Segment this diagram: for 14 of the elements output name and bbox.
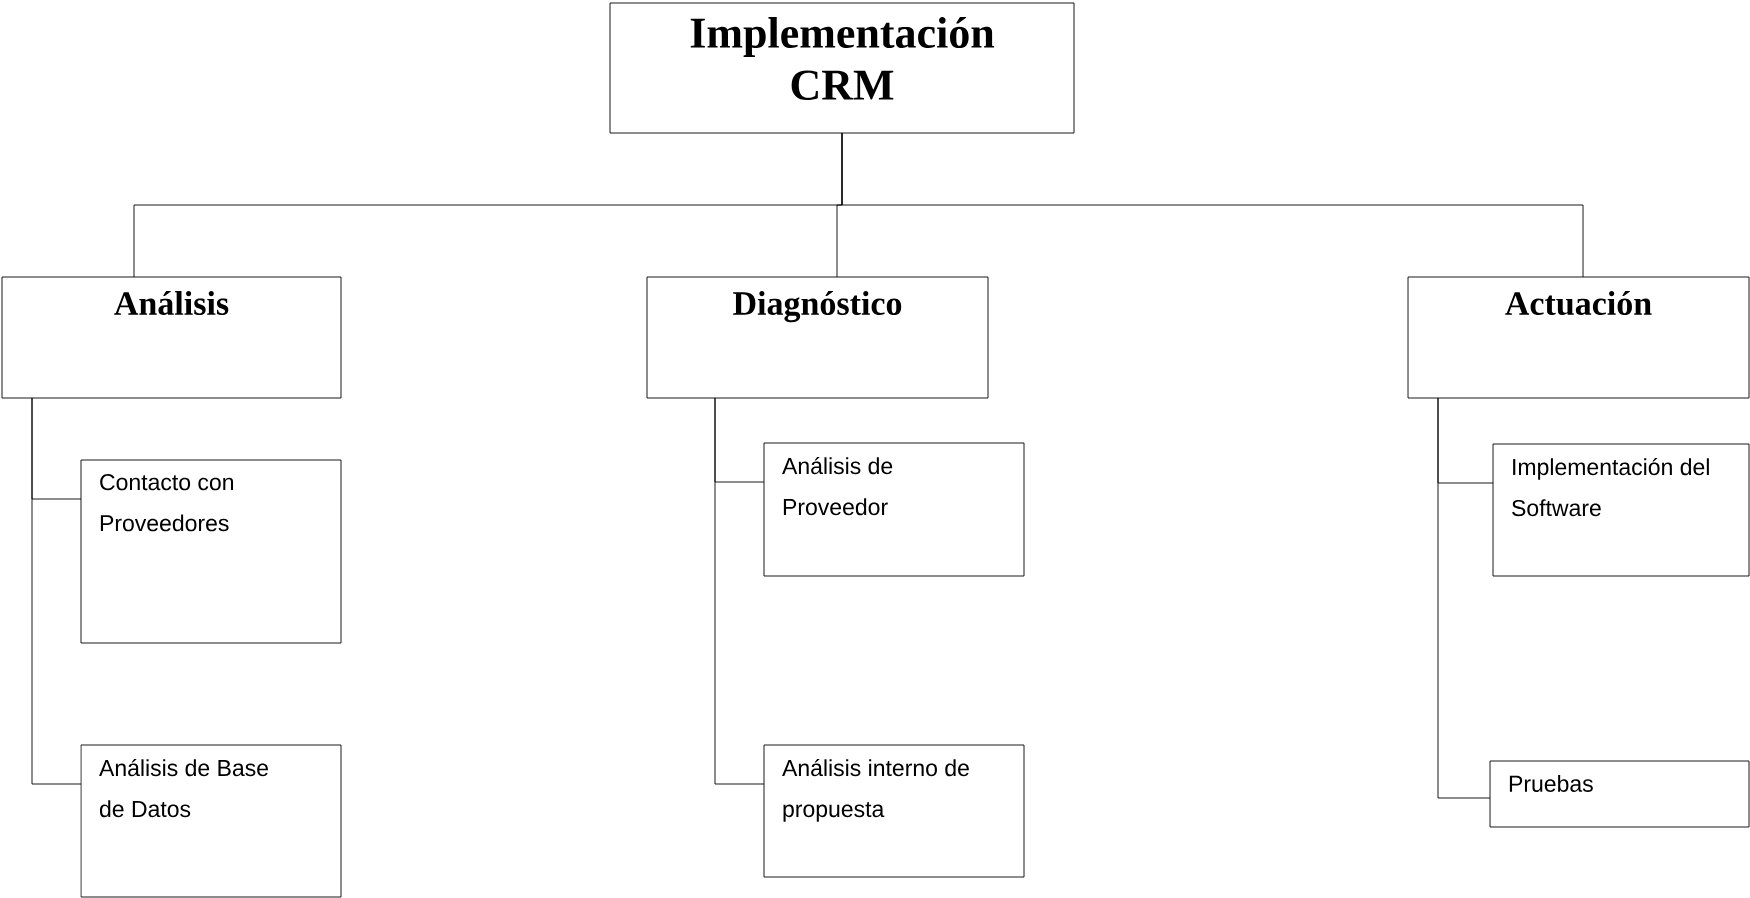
task-box: Implementación del Software <box>1492 443 1750 577</box>
connector-line <box>841 132 1584 278</box>
task-box: Pruebas <box>1489 760 1750 828</box>
task-box: Análisis interno de propuesta <box>763 744 1025 878</box>
title-box: Implementación CRM <box>609 2 1075 134</box>
task-box: Contacto con Proveedores <box>80 459 342 644</box>
task-box: Análisis de Proveedor <box>763 442 1025 577</box>
task-box: Análisis de Base de Datos <box>80 744 342 898</box>
category-box: Actuación <box>1407 276 1750 399</box>
connector-line <box>714 397 765 785</box>
connector-line <box>31 397 82 785</box>
category-box: Diagnóstico <box>646 276 989 399</box>
category-box: Análisis <box>1 276 342 399</box>
connector-line <box>1437 397 1491 799</box>
